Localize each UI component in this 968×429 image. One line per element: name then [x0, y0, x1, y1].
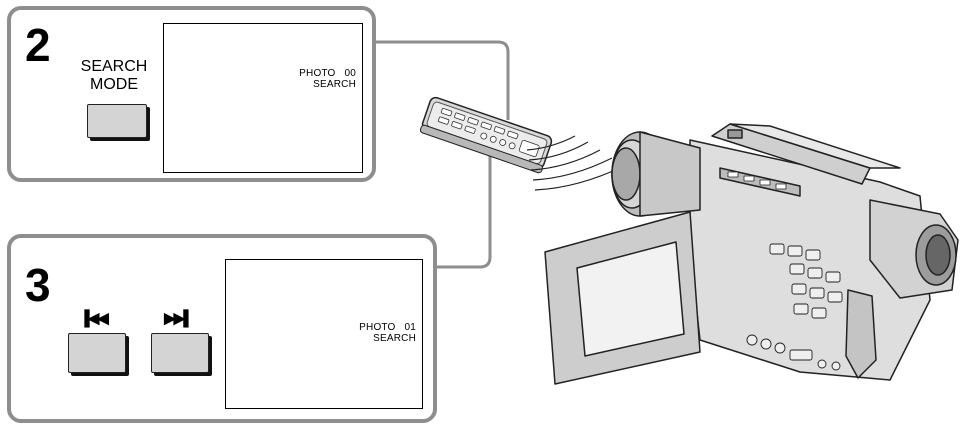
- search-mode-label-line-2: MODE: [90, 76, 138, 93]
- next-button[interactable]: [151, 333, 209, 373]
- step-3-screen-line-1: PHOTO 01: [359, 322, 416, 333]
- connector-lines: [376, 40, 510, 269]
- camcorder-icon: [544, 123, 959, 385]
- search-mode-label: SEARCH MODE: [69, 58, 159, 94]
- connector-step-2: [376, 40, 510, 120]
- step-3-number: 3: [25, 259, 51, 311]
- step-2-screen-line-2: SEARCH: [313, 79, 356, 90]
- remote-commander-icon: [419, 96, 553, 174]
- search-mode-label-line-1: SEARCH: [80, 58, 148, 75]
- connector-step-3: [437, 140, 492, 269]
- step-2-number: 2: [25, 19, 51, 71]
- infrared-signal-icon: [526, 135, 625, 191]
- next-icon: ▶▶▌: [164, 310, 194, 327]
- previous-button[interactable]: [68, 333, 126, 373]
- step-3-screen-line-2: SEARCH: [373, 333, 416, 344]
- step-2-screen-line-1: PHOTO 00: [299, 68, 356, 79]
- previous-icon: ▐◀◀: [79, 310, 109, 327]
- search-mode-button[interactable]: [87, 104, 147, 138]
